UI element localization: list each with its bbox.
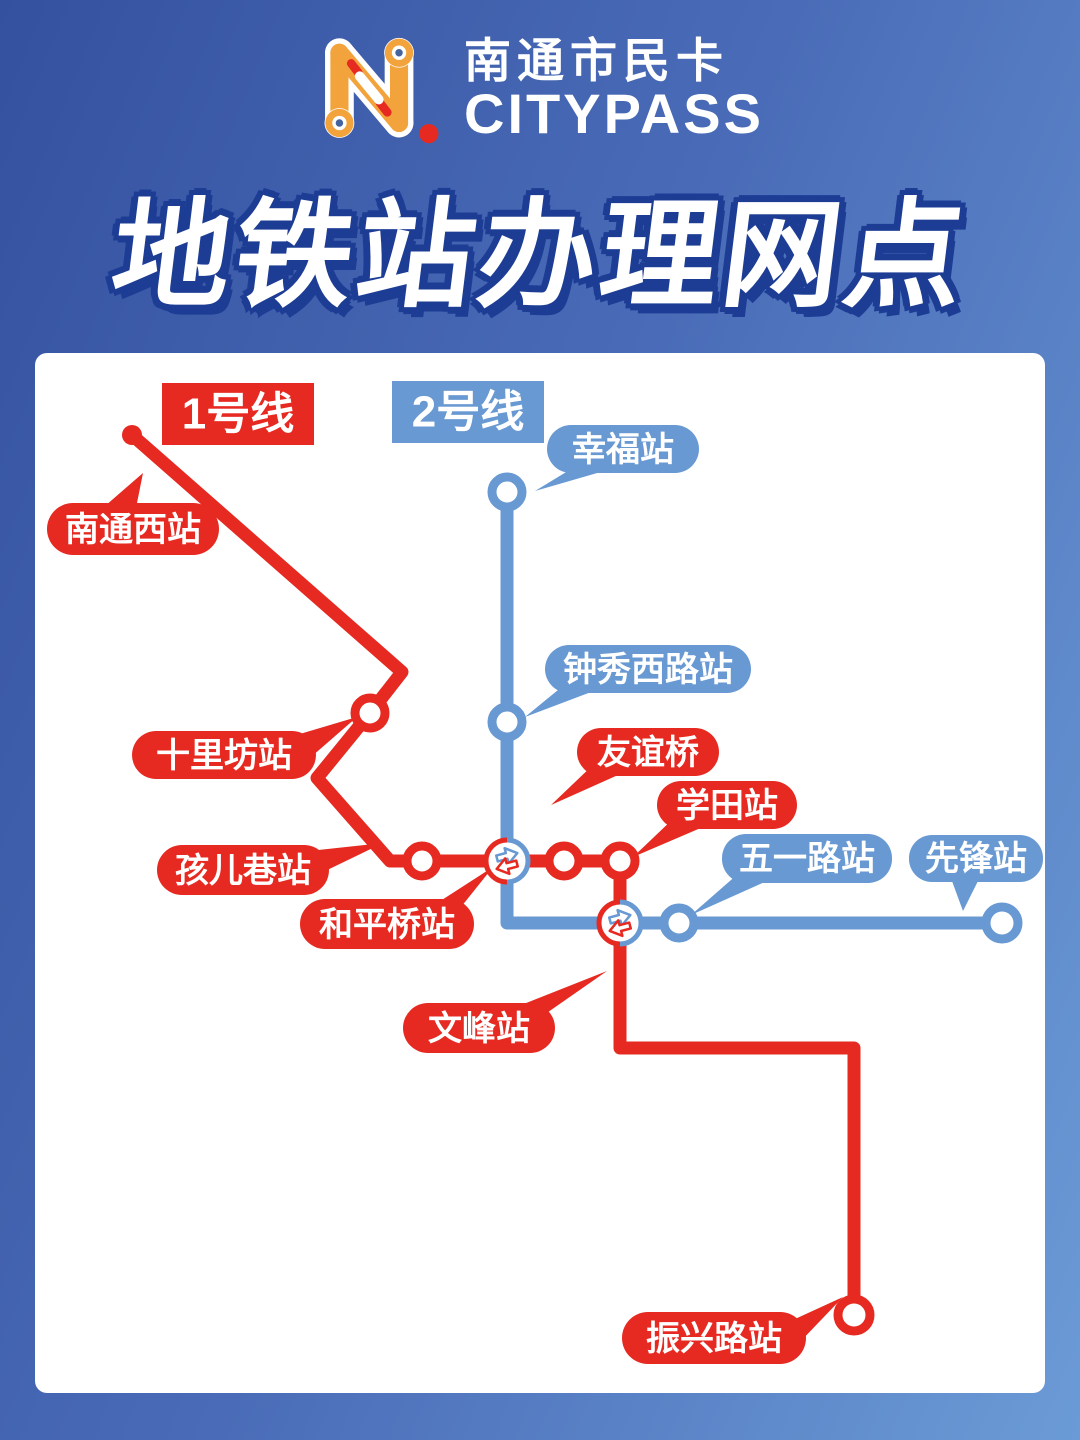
station-label: 和平桥站 (319, 906, 455, 944)
station-circle-xingfu (487, 472, 527, 512)
station-label: 文峰站 (428, 1010, 530, 1048)
station-label: 友谊桥 (597, 734, 699, 772)
line1-start-dot (122, 425, 142, 445)
logo-period-dot (419, 124, 439, 144)
station-circle-haierxiang (402, 841, 442, 881)
line1-path (125, 428, 861, 1322)
station-bubble-hepingqiao: 和平桥站 (300, 867, 493, 949)
header: 南通市民卡 CITYPASS (0, 34, 1080, 146)
line2-badge: 2号线 (392, 381, 544, 443)
station-bubble-shilifang: 十里坊站 (132, 717, 357, 779)
line1-badge: 1号线 (162, 383, 314, 445)
station-circle-youyiqiao (544, 841, 584, 881)
station-label: 钟秀西路站 (563, 651, 733, 689)
station-label: 幸福站 (572, 431, 674, 469)
line1-badge-label: 1号线 (182, 390, 294, 439)
logo-terminal-rings (324, 37, 414, 138)
station-bubble-xuetian: 学田站 (633, 781, 797, 857)
station-label: 振兴路站 (646, 1320, 782, 1358)
metro-map: 1号线 2号线 南通西站 十里坊站 孩儿巷站 (47, 381, 1043, 1364)
poster-title: 地铁站办理网点 (104, 190, 976, 322)
station-label: 孩儿巷站 (175, 852, 311, 890)
station-bubble-youyiqiao: 友谊桥 (551, 728, 719, 805)
station-circle-zhongxiuxilu (487, 702, 527, 742)
station-bubble-nantong-west: 南通西站 (47, 473, 219, 555)
station-bubble-zhenxinglu: 振兴路站 (622, 1297, 843, 1364)
station-circle-xuetian (600, 841, 640, 881)
station-bubble-haierxiang: 孩儿巷站 (157, 843, 383, 895)
station-bubble-wuyilu: 五一路站 (691, 834, 892, 915)
line2-path (500, 485, 1009, 930)
station-label: 先锋站 (925, 840, 1027, 878)
line1-station-markers (350, 693, 875, 1336)
line2-station-markers (487, 472, 1023, 944)
brand-text: 南通市民卡 CITYPASS (464, 36, 764, 144)
station-bubble-wenfeng: 文峰站 (403, 971, 607, 1053)
station-label: 学田站 (676, 786, 778, 825)
station-label: 南通西站 (65, 511, 201, 549)
interchange-station-wenfeng (596, 899, 644, 947)
brand-chinese: 南通市民卡 (464, 33, 730, 87)
station-label: 十里坊站 (156, 737, 292, 775)
station-bubble-xianfeng: 先锋站 (909, 835, 1043, 911)
station-circle-wuyilu (659, 903, 699, 943)
station-bubble-zhongxiuxilu: 钟秀西路站 (525, 645, 751, 717)
map-panel: 1号线 2号线 南通西站 十里坊站 孩儿巷站 (35, 353, 1045, 1393)
transfer-arrows-icon (607, 908, 633, 938)
terminus-circle-zhenxinglu (833, 1294, 875, 1336)
brand-english: CITYPASS (464, 82, 764, 146)
terminus-circle-xianfeng (981, 902, 1023, 944)
citypass-n-logo-icon (324, 37, 439, 144)
station-bubble-xingfu: 幸福站 (535, 425, 699, 491)
interchange-station-hepingqiao (483, 837, 531, 885)
transfer-arrows-icon (494, 846, 520, 876)
line2-badge-label: 2号线 (412, 388, 524, 437)
station-circle-shilifang (350, 693, 390, 733)
station-label: 五一路站 (739, 840, 875, 878)
